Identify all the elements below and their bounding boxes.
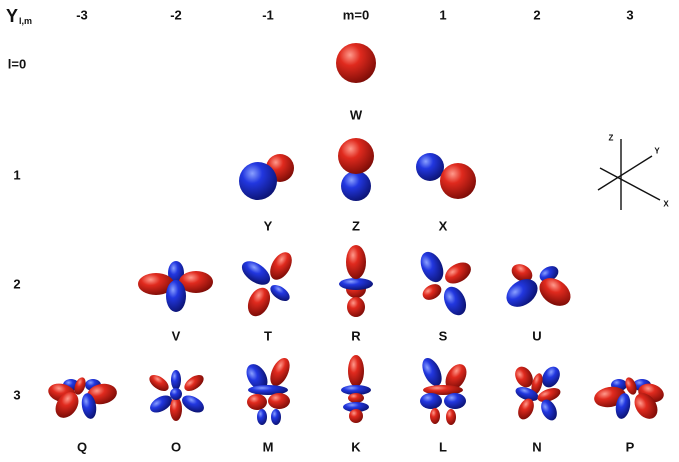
x-axis-line	[599, 167, 661, 201]
orbital-q	[48, 377, 117, 419]
m-label-neg1: -1	[262, 7, 274, 23]
orbital-label-t: T	[264, 328, 272, 344]
orbital-label-u: U	[532, 328, 542, 344]
orbital-o	[149, 370, 204, 421]
orbital-s	[420, 251, 471, 316]
orbital-l	[420, 357, 467, 425]
orbital-k	[341, 355, 371, 423]
ylm-subscript: l,m	[19, 16, 33, 26]
m-label-3: 3	[626, 7, 634, 23]
orbital-m	[246, 357, 290, 425]
y-axis-label: Y	[654, 146, 660, 156]
orbital-label-o: O	[170, 439, 182, 455]
m-label-2: 2	[533, 7, 541, 23]
orbital-x	[416, 153, 476, 199]
orbital-n	[515, 366, 561, 421]
orbital-label-x: X	[438, 218, 448, 234]
orbital-r	[339, 245, 373, 317]
l-label-0: l=0	[7, 56, 27, 72]
orbital-label-w: W	[349, 107, 363, 123]
m-label-neg2: -2	[170, 7, 182, 23]
orbital-z	[338, 138, 374, 201]
orbital-y	[239, 154, 294, 200]
m-label-neg3: -3	[76, 7, 88, 23]
m-label-1: 1	[439, 7, 447, 23]
orbital-label-m: M	[262, 439, 274, 455]
l-label-3: 3	[13, 387, 21, 403]
y-axis-line	[597, 155, 653, 191]
x-axis-label: X	[663, 199, 669, 209]
orbital-v	[138, 261, 213, 312]
m-label-0: m=0	[342, 7, 370, 23]
orbital-w	[336, 43, 376, 83]
orbital-t	[241, 252, 292, 317]
orbital-label-r: R	[351, 328, 361, 344]
orbital-label-y: Y	[263, 218, 273, 234]
orbital-label-l: L	[439, 439, 447, 455]
orbital-label-s: S	[438, 328, 448, 344]
orbital-label-z: Z	[352, 218, 360, 234]
l-label-2: 2	[13, 276, 21, 292]
ylm-header: Yl,m	[6, 6, 32, 27]
orbital-label-k: K	[351, 439, 361, 455]
z-axis-label: Z	[608, 133, 614, 143]
orbital-label-v: V	[171, 328, 181, 344]
orbital-label-p: P	[625, 439, 635, 455]
orbital-label-q: Q	[76, 439, 88, 455]
ylm-symbol: Y	[6, 6, 19, 26]
l-label-1: 1	[13, 167, 21, 183]
axis-triad	[597, 139, 661, 210]
orbital-u	[506, 264, 571, 307]
orbital-label-n: N	[532, 439, 542, 455]
orbital-p	[594, 377, 664, 419]
